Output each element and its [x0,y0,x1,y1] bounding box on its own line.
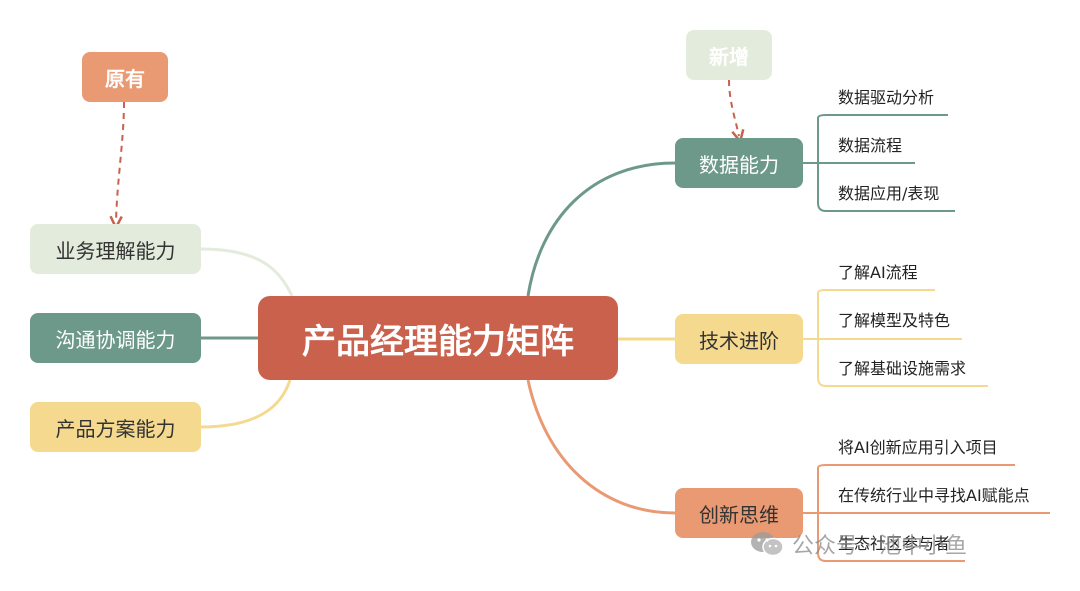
dashed-arrow-new [728,79,739,136]
bracket-data [803,114,955,212]
watermark-text: 公众号 · 池中小鱼 [792,534,967,559]
dashed-arrow-original [116,101,125,222]
data-ability-node[interactable]: 数据能力 [675,138,803,188]
leaf-data-driven-analysis: 数据驱动分析 [838,88,935,107]
product-solution-node[interactable]: 产品方案能力 [30,402,201,452]
connector-innovation [526,379,676,515]
bracket-tech [803,289,988,387]
leaf-ecosystem: 生态社区参与者 [838,534,951,553]
connector-product [200,379,292,429]
leaf-data-application: 数据应用/表现 [838,184,940,203]
original-tag: 原有 [82,52,168,102]
business-understanding-node[interactable]: 业务理解能力 [30,224,201,274]
center-node[interactable]: 产品经理能力矩阵 [258,296,618,380]
connector-data [526,161,676,297]
leaf-ai-process: 了解AI流程 [838,263,918,282]
innovation-node[interactable]: 创新思维 [675,488,803,538]
leaf-ai-empowerment: 在传统行业中寻找AI赋能点 [838,486,1030,505]
tech-advance-node[interactable]: 技术进阶 [675,314,803,364]
communication-node[interactable]: 沟通协调能力 [30,313,201,363]
leaf-data-process: 数据流程 [838,136,903,155]
new-tag: 新增 [686,30,772,80]
watermark: 公众号 · 池中小鱼 [750,528,967,560]
leaf-infra-needs: 了解基础设施需求 [838,359,967,378]
leaf-ai-innovation-project: 将AI创新应用引入项目 [838,438,998,457]
leaf-model-features: 了解模型及特色 [838,311,951,330]
connector-business [200,247,294,297]
wechat-icon [751,532,784,557]
bracket-innovation [803,464,1050,562]
